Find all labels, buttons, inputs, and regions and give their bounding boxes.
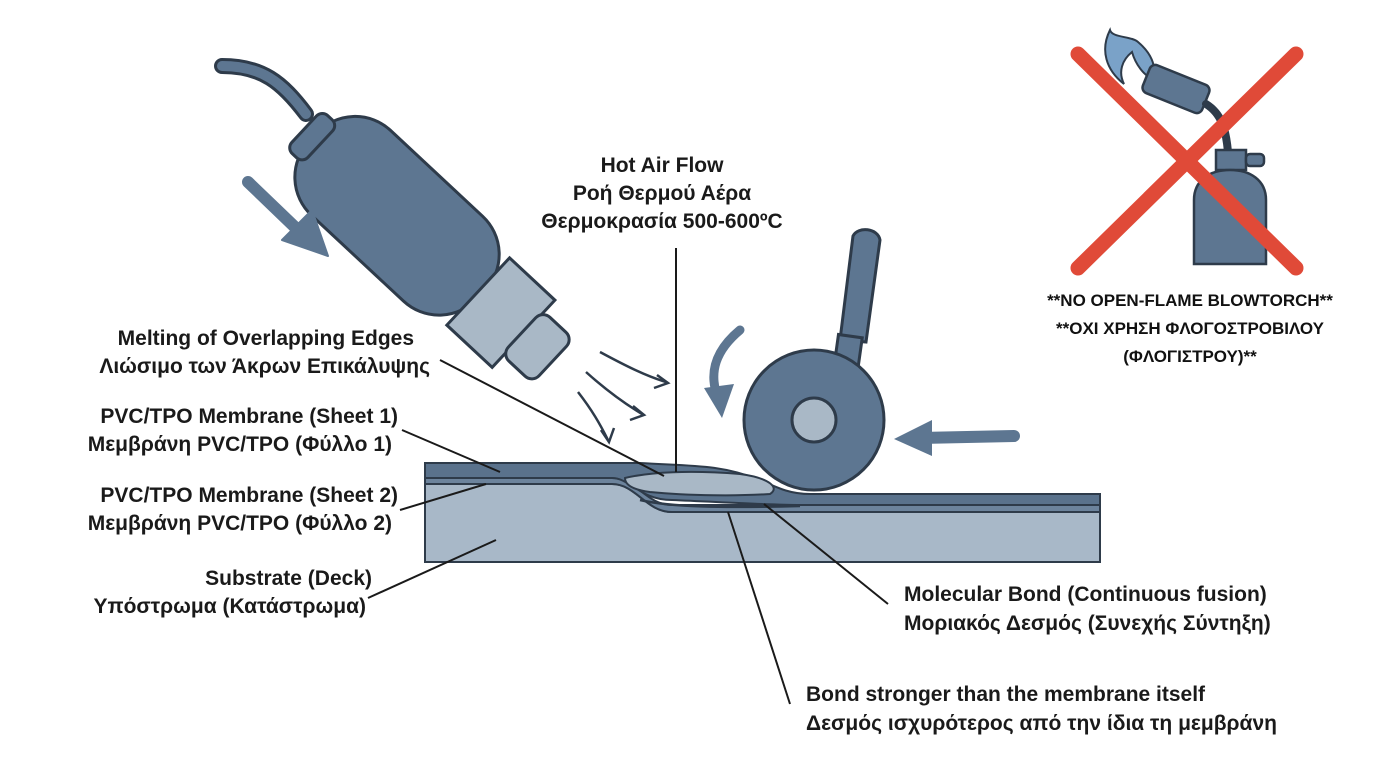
substrate-label-el: Υπόστρωμα (Κατάστρωμα) xyxy=(94,595,366,618)
no-blowtorch-warning xyxy=(1070,27,1304,276)
melting-label-en: Melting of Overlapping Edges xyxy=(118,327,414,350)
roller-hub xyxy=(790,396,838,444)
roller-push-arrow xyxy=(894,420,1020,456)
roller-handle xyxy=(838,228,882,344)
bond-strength-label-el: Δεσμός ισχυρότερος από την ίδια τη μεμβρ… xyxy=(806,712,1277,735)
hot-air-label-en: Hot Air Flow xyxy=(601,154,725,177)
sheet1-label-en: PVC/TPO Membrane (Sheet 1) xyxy=(100,405,398,428)
warning-line-3: (ΦΛΟΓΙΣΤΡΟΥ)** xyxy=(1123,347,1257,366)
sheet2-label-el: Μεμβράνη PVC/TPO (Φύλλο 2) xyxy=(88,512,392,535)
hot-air-temperature: Θερμοκρασία 500-600ºC xyxy=(541,210,782,233)
labels: Hot Air Flow Ροή Θερμού Αέρα Θερμοκρασία… xyxy=(88,154,1334,735)
hot-air-flow-arrows xyxy=(577,350,671,445)
bond-strength-label-en: Bond stronger than the membrane itself xyxy=(806,683,1206,706)
substrate-label-en: Substrate (Deck) xyxy=(205,567,372,590)
melted-edge xyxy=(623,470,775,497)
molecular-bond-label-en: Molecular Bond (Continuous fusion) xyxy=(904,583,1267,606)
pressure-roller xyxy=(742,228,886,492)
gun-nozzle-tip xyxy=(504,313,571,381)
molecular-bond-seam xyxy=(639,498,801,509)
warning-line-2: **ΟΧΙ ΧΡΗΣΗ ΦΛΟΓΟΣΤΡΟΒΙΛΟΥ xyxy=(1056,319,1325,338)
roof-assembly xyxy=(424,462,1101,563)
flame-icon xyxy=(1104,27,1156,85)
blowtorch-icon xyxy=(1104,27,1268,266)
hot-air-gun xyxy=(214,58,571,381)
warning-line-1: **NO OPEN-FLAME BLOWTORCH** xyxy=(1047,291,1333,310)
sheet2-label-en: PVC/TPO Membrane (Sheet 2) xyxy=(100,484,398,507)
roller-rotation-arrow xyxy=(704,325,745,418)
hot-air-label-el: Ροή Θερμού Αέρα xyxy=(573,182,751,205)
gun-motion-arrow xyxy=(242,176,329,257)
sheet1-label-el: Μεμβράνη PVC/TPO (Φύλλο 1) xyxy=(88,433,392,456)
prohibited-cross-icon xyxy=(1070,46,1304,276)
melting-label-el: Λιώσιμο των Άκρων Επικάλυψης xyxy=(99,355,430,378)
molecular-bond-label-el: Μοριακός Δεσμός (Συνεχής Σύντηξη) xyxy=(904,612,1271,635)
leader-lines xyxy=(367,248,889,705)
